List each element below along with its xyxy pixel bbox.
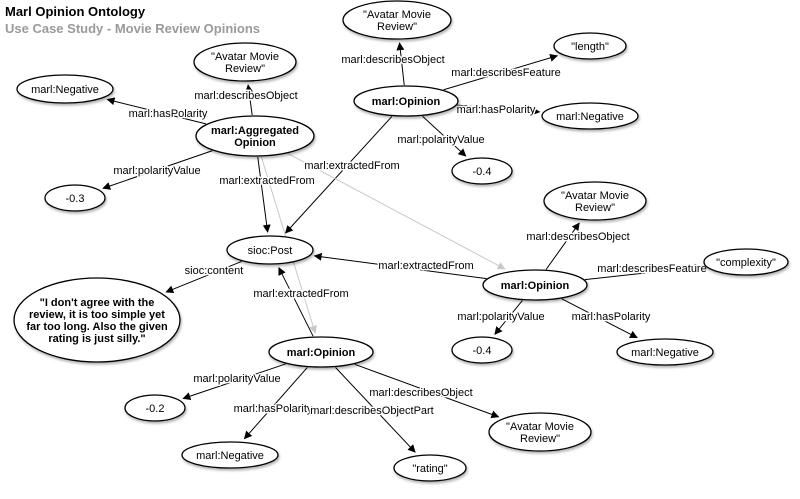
edge-label: marl:describesObject (341, 54, 444, 66)
edge-opinion-right--avatar-review-right (545, 222, 580, 270)
edge-label: marl:extractedFrom (304, 160, 399, 172)
node-label: marl:Negative (31, 84, 99, 96)
node-label: marl:Opinion (501, 280, 570, 292)
edge-labels-layer: marl:describesObject marl:describesFeatur… (112, 53, 708, 419)
node-opinion-top[interactable]: marl:Opinion (353, 85, 459, 117)
header: Marl Opinion Ontology Use Case Study - M… (5, 4, 260, 38)
edge-opinion-right--negative-bottom-right (561, 298, 638, 339)
node-label: sioc:Post (248, 245, 293, 257)
edge-opinion-top--avatar-review-top (396, 42, 405, 86)
edge-aggregated-opinion--sioc-post (257, 156, 271, 233)
edge-aggregated-opinion--opinion-right (287, 153, 506, 270)
node-label: "length" (571, 41, 609, 53)
edge-label: marl:polarityValue (193, 373, 280, 385)
edge-sioc-post--review-quote (165, 261, 242, 294)
page-subtitle: Use Case Study - Movie Review Opinions (5, 20, 261, 36)
edge-label: marl:describesObjectPart (310, 405, 434, 417)
node-value-neg04-top[interactable]: -0.4 (451, 157, 513, 185)
node-label: "rating" (412, 463, 447, 475)
edge-label: marl:describesObject (194, 90, 297, 102)
edge-opinion-bottom--negative-bottom (243, 367, 308, 440)
edge-opinion-right--complexity (584, 263, 703, 281)
edge-label: marl:hasPolarity (234, 403, 313, 415)
node-negative-bottom-right[interactable]: marl:Negative (616, 338, 714, 366)
edge-label: marl:describesFeature (451, 67, 560, 79)
node-label: marl:Negative (556, 111, 624, 123)
edge-label: marl:polarityValue (397, 134, 484, 146)
edge-opinion-bottom--rating (335, 367, 416, 453)
edge-opinion-right--sioc-post (313, 252, 487, 280)
node-length[interactable]: "length" (553, 32, 627, 60)
edge-opinion-top--sioc-post (284, 116, 393, 234)
edge-label: marl:extractedFrom (253, 288, 348, 300)
node-label: -0.3 (66, 193, 85, 205)
node-label: marl:Opinion (372, 96, 441, 108)
node-negative-bottom[interactable]: marl:Negative (181, 441, 279, 469)
node-label: marl:Negative (196, 450, 264, 462)
edge-aggregated-opinion--value-neg03 (102, 150, 213, 190)
edge-label: sioc:content (185, 265, 244, 277)
node-complexity[interactable]: "complexity" (703, 248, 789, 276)
node-value-neg03[interactable]: -0.3 (44, 184, 106, 212)
node-sioc-post[interactable]: sioc:Post (226, 235, 314, 265)
edge-opinion-bottom--avatar-review-bottom (354, 363, 500, 419)
edge-label: marl:hasPolarity (572, 311, 651, 323)
edge-label: marl:describesObject (369, 387, 472, 399)
edge-label: marl:describesFeature (597, 263, 706, 275)
edge-opinion-top--length (443, 54, 559, 91)
edge-aggregated-opinion--avatar-review-upper-left (245, 84, 254, 116)
node-label: -0.4 (473, 345, 492, 357)
node-label: "complexity" (716, 257, 776, 269)
node-opinion-right[interactable]: marl:Opinion (482, 269, 588, 301)
node-negative-upper-right[interactable]: marl:Negative (541, 102, 639, 130)
edge-aggregated-opinion--negative-upper-left (106, 97, 207, 125)
node-opinion-bottom[interactable]: marl:Opinion (268, 336, 374, 368)
node-label: marl:Negative (631, 347, 699, 359)
edge-opinion-top--negative-upper-right (457, 104, 541, 116)
edge-opinion-bottom--value-neg02 (182, 363, 286, 400)
node-value-neg04-bottom[interactable]: -0.4 (451, 336, 513, 364)
node-label: marl:Opinion (287, 347, 356, 359)
node-label: -0.2 (146, 403, 165, 415)
edge-opinion-right--value-neg04-bottom (494, 300, 523, 335)
page-title: Marl Opinion Ontology (5, 4, 146, 19)
node-rating[interactable]: "rating" (393, 454, 467, 482)
edge-label: marl:describesObject (526, 231, 629, 243)
edge-label: marl:hasPolarity (457, 104, 536, 116)
node-value-neg02[interactable]: -0.2 (124, 394, 186, 422)
edge-label: marl:extractedFrom (378, 260, 473, 272)
edge-opinion-bottom--sioc-post (278, 266, 314, 337)
node-negative-upper-left[interactable]: marl:Negative (16, 74, 114, 104)
edge-label: marl:hasPolarity (129, 108, 208, 120)
edge-label: marl:polarityValue (457, 311, 544, 323)
node-label: -0.4 (473, 166, 492, 178)
edges-layer (102, 42, 703, 453)
edge-label: marl:polarityValue (113, 165, 200, 177)
edge-opinion-top--value-neg04-top (422, 115, 467, 157)
edge-label: marl:extractedFrom (219, 175, 314, 187)
